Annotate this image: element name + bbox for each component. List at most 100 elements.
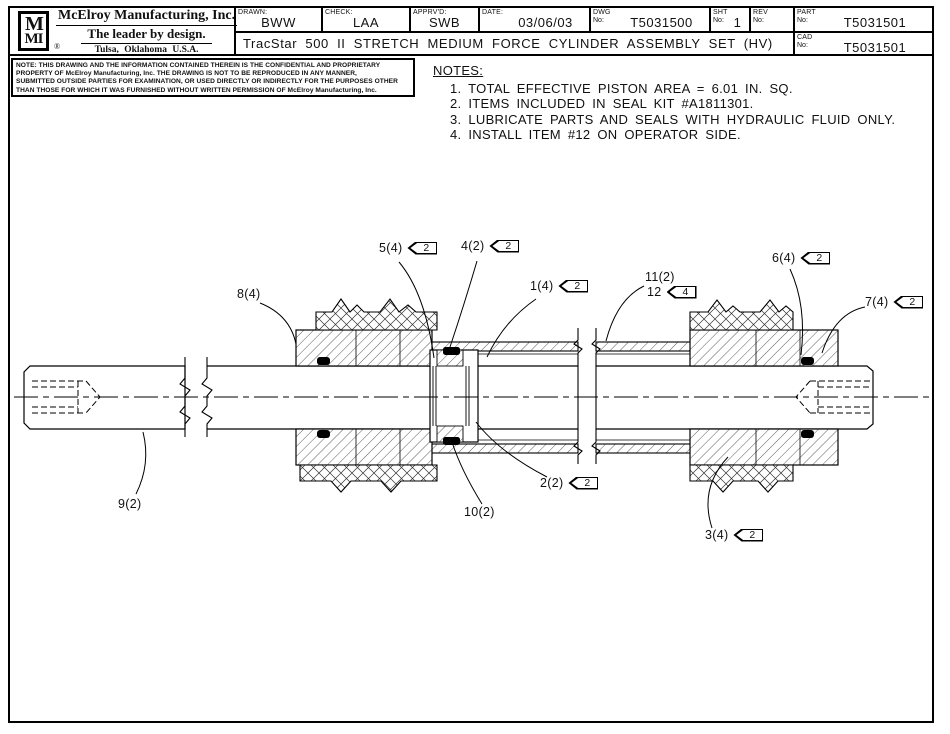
cad-label: CAD — [797, 34, 813, 41]
callout-label: 9(2) — [118, 497, 142, 511]
apprvd-value: SWB — [428, 15, 461, 30]
note-line: SUBMITTED OUTSIDE PARTIES FOR EXAMINATIO… — [16, 78, 398, 86]
note-flag: 2 — [489, 239, 520, 253]
callout-item-3: 3(4) 2 — [705, 528, 764, 542]
callout-label: 6(4) — [772, 251, 796, 265]
note-flag: 2 — [568, 476, 599, 490]
drawing-title-cell: TracStar 500 II STRETCH MEDIUM FORCE CYL… — [236, 33, 795, 54]
note-item-3: 3. LUBRICATE PARTS AND SEALS WITH HYDRAU… — [450, 111, 896, 127]
callout-item-4: 4(2) 2 — [461, 239, 520, 253]
note-line: PROPERTY OF McElroy Manufacturing, Inc. … — [16, 70, 357, 78]
part-label: PART — [797, 9, 816, 16]
company-text: McElroy Manufacturing, Inc. The leader b… — [56, 8, 238, 55]
callout-label: 7(4) — [865, 295, 889, 309]
piston-seal — [443, 347, 460, 355]
note-flag: 2 — [800, 251, 831, 265]
piston — [429, 347, 479, 445]
title-block-row1: DRAWN: BWW CHECK: LAA APPRV'D: SWB DATE:… — [236, 8, 932, 33]
mcelroy-logo: M MI — [18, 11, 49, 51]
title-block-row2: TracStar 500 II STRETCH MEDIUM FORCE CYL… — [236, 33, 932, 55]
note-line: NOTE: THIS DRAWING AND THE INFORMATION C… — [16, 62, 381, 69]
callout-item-8: 8(4) — [237, 287, 260, 301]
field-drawn: DRAWN: BWW — [236, 8, 323, 31]
callout-label: 8(4) — [237, 287, 261, 301]
field-apprvd: APPRV'D: SWB — [411, 8, 480, 31]
field-cad-no: CAD No: T5031501 — [795, 33, 932, 55]
field-date: DATE: 03/06/03 — [480, 8, 591, 31]
callout-item-1: 1(4) 2 — [530, 279, 589, 293]
callout-item-7: 7(4) 2 — [865, 295, 924, 309]
drawn-value: BWW — [261, 15, 296, 30]
callout-label: 4(2) — [461, 239, 485, 253]
company-name: McElroy Manufacturing, Inc. — [56, 8, 238, 26]
callout-item-2: 2(2) 2 — [540, 476, 599, 490]
callout-item-12: 12 4 — [647, 285, 697, 299]
note-flag: 2 — [733, 528, 764, 542]
callout-label: 11(2) — [645, 270, 675, 284]
confidentiality-note: NOTE: THIS DRAWING AND THE INFORMATION C… — [11, 58, 415, 97]
callout-item-6: 6(4) 2 — [772, 251, 831, 265]
callout-label: 5(4) — [379, 241, 403, 255]
tapped-holes-hidden-lines — [32, 380, 872, 414]
sht-label: SHT — [713, 9, 728, 16]
rod-seal — [801, 357, 814, 365]
right-head-gland — [689, 329, 839, 466]
callout-label: 10(2) — [464, 505, 495, 519]
title-block-fields: DRAWN: BWW CHECK: LAA APPRV'D: SWB DATE:… — [236, 8, 932, 55]
logo-letter-m: M — [25, 13, 44, 36]
note-line: THAN THOSE FOR WHICH IT WAS FURNISHED WI… — [16, 86, 377, 94]
lock-nuts — [299, 298, 794, 493]
callout-label: 3(4) — [705, 528, 729, 542]
leader-lines — [135, 260, 866, 529]
part-no-label: No: — [797, 17, 808, 24]
company-tagline: The leader by design. — [81, 26, 212, 44]
callout-label: 1(4) — [530, 279, 554, 293]
callout-item-5: 5(4) 2 — [379, 241, 438, 255]
field-rev-no: REV No: — [751, 8, 795, 31]
piston-rod — [23, 365, 874, 430]
check-value: LAA — [352, 15, 380, 30]
drawn-label: DRAWN: — [238, 9, 268, 16]
company-location: Tulsa, Oklahoma U.S.A. — [94, 44, 199, 55]
dwg-label: DWG — [593, 9, 611, 16]
title-block: M MI ® McElroy Manufacturing, Inc. The l… — [8, 6, 934, 56]
piston-seal — [443, 437, 460, 445]
field-part-no: PART No: T5031501 — [795, 8, 932, 31]
note-item-2: 2. ITEMS INCLUDED IN SEAL KIT #A1811301. — [450, 96, 754, 112]
callout-item-11: 11(2) — [645, 270, 675, 284]
field-sht-no: SHT No: 1 — [711, 8, 751, 31]
sht-value: 1 — [733, 15, 742, 30]
company-block: M MI ® McElroy Manufacturing, Inc. The l… — [10, 8, 238, 55]
rev-label: REV — [753, 9, 768, 16]
check-label: CHECK: — [325, 9, 353, 16]
note-flag: 2 — [407, 241, 438, 255]
note-flag: 2 — [893, 295, 924, 309]
break-lines — [179, 328, 601, 464]
date-value: 03/06/03 — [518, 15, 573, 30]
callout-item-9: 9(2) — [118, 497, 141, 511]
left-head-gland — [295, 329, 433, 466]
field-dwg-no: DWG No: T5031500 — [591, 8, 711, 31]
note-item-4: 4. INSTALL ITEM #12 ON OPERATOR SIDE. — [450, 127, 741, 143]
rod-seal — [801, 430, 814, 438]
cad-value: T5031501 — [843, 40, 907, 55]
field-check: CHECK: LAA — [323, 8, 411, 31]
rod-seal — [317, 357, 330, 365]
rod-seal — [317, 430, 330, 438]
note-flag: 2 — [558, 279, 589, 293]
callout-item-10: 10(2) — [464, 505, 495, 519]
apprvd-label: APPRV'D: — [413, 9, 447, 16]
sht-no-label: No: — [713, 17, 724, 24]
notes-list: NOTES: 1. TOTAL EFFECTIVE PISTON AREA = … — [433, 63, 895, 143]
part-value: T5031501 — [843, 15, 907, 30]
callout-label: 12 — [647, 285, 662, 299]
callout-label: 2(2) — [540, 476, 564, 490]
cad-no-label: No: — [797, 42, 808, 49]
logo-letters-mi: MI — [24, 31, 44, 48]
notes-heading: NOTES: — [433, 63, 484, 78]
dwg-no-label: No: — [593, 17, 604, 24]
dwg-value: T5031500 — [630, 15, 693, 30]
drawing-title: TracStar 500 II STRETCH MEDIUM FORCE CYL… — [243, 36, 773, 51]
